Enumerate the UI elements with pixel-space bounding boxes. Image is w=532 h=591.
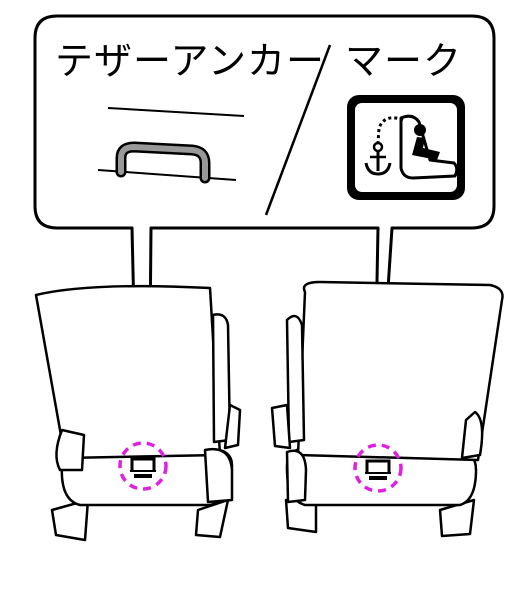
child-seat-tether-anchor-icon bbox=[347, 95, 465, 200]
right-seat bbox=[270, 280, 504, 538]
tether-anchor-icon bbox=[130, 457, 156, 478]
left-seat bbox=[34, 284, 242, 542]
left-anchor-highlight bbox=[118, 441, 168, 491]
mark-label: マーク bbox=[345, 39, 463, 83]
tether-anchor-icon bbox=[365, 459, 391, 480]
divider-slash bbox=[264, 44, 332, 216]
right-anchor-highlight bbox=[353, 443, 403, 493]
tether-anchor-illustration bbox=[97, 107, 245, 184]
tether-anchor-label: テザーアンカー bbox=[55, 39, 325, 83]
